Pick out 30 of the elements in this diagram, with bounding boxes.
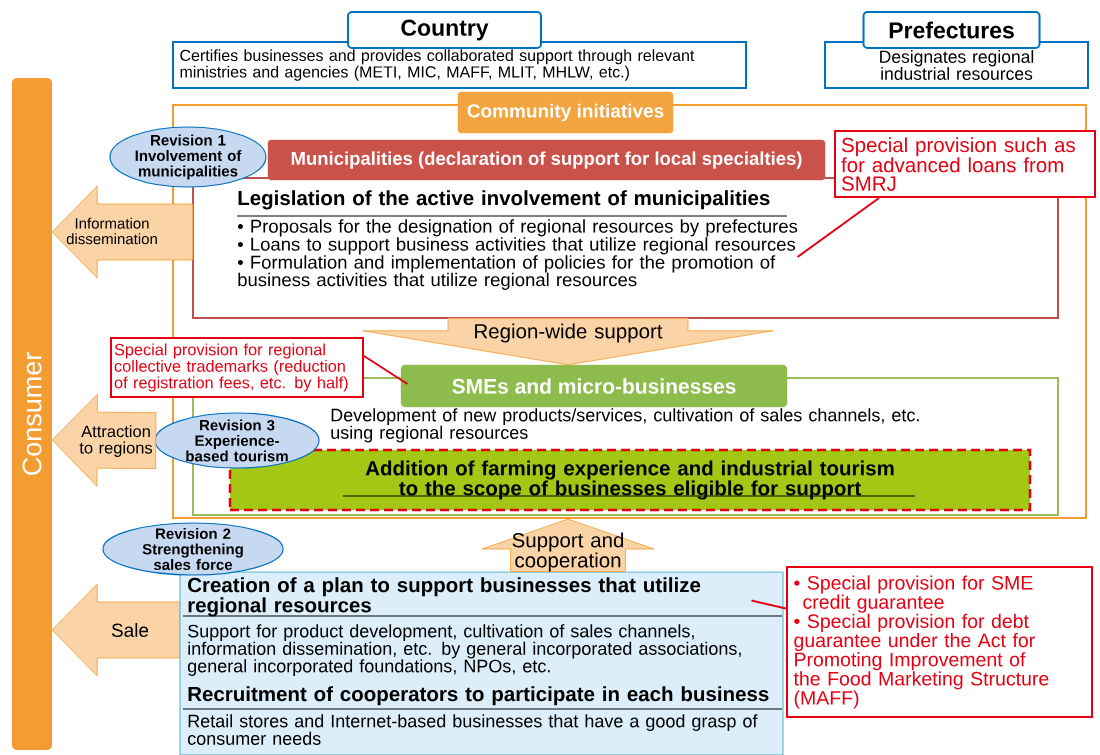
heading: Creation of a plan to support businesses that utilize regional resources [188, 577, 701, 617]
tab-label: Community initiatives [457, 91, 674, 134]
header-bar: Municipalities (declaration of support for local specialties) [267, 139, 826, 181]
callout-box: • Special provision for SME credit guarantee • Special provision for debt guarantee under the Act for Promoting Improvement of the Food Marketing Structure (MAFF) [786, 566, 1093, 718]
description-box: Certifies businesses and provides collaborated support through relevant ministries and agencies (METI, MIC, MAFF, MLIT, MHLW, etc.) [172, 41, 747, 89]
header-bar: SMEs and micro-businesses [400, 364, 788, 408]
leader-line [796, 197, 880, 258]
heading-box: Prefectures [862, 11, 1041, 49]
bullet-item: • Proposals for the designation of regional resources by prefectures [237, 219, 798, 237]
body-text: Retail stores and Internet-based businesses that have a good grasp of consumer needs [187, 714, 758, 745]
leader-line [363, 355, 409, 385]
block-arrow [481, 518, 655, 572]
bullet-item: • Loans to support business activities that utilize regional resources [237, 237, 796, 255]
block-arrow [362, 317, 774, 366]
heading: Recruitment of cooperators to participate in each business [188, 686, 769, 706]
edge-label: Support and cooperation [512, 532, 624, 572]
body-text: Support for product development, cultivation of sales channels, information dissemination, etc. by general incorporated associations, general incorporated foundations, NPOs, etc. [187, 624, 741, 676]
block-arrow [51, 393, 157, 487]
heading: Legislation of the active involvement of municipalities [238, 190, 770, 210]
description: Development of new products/services, cultivation of sales channels, etc. using regional resources [331, 408, 919, 443]
bullet-item: • Formulation and implementation of policies for the promotion of business activities that utilize regional resources [237, 255, 776, 290]
edge-label: Information dissemination [66, 217, 157, 245]
consumer-bar: Consumer [12, 78, 52, 750]
heading-box: Country [347, 11, 542, 49]
block-arrow [51, 583, 180, 677]
edge-label: Sale [111, 623, 149, 637]
edge-label: Attraction to regions [79, 425, 153, 457]
block-arrow [51, 185, 194, 279]
edge-label: Region-wide support [475, 323, 663, 343]
callout-box: Special provision for regional collective trademarks (reduction of registration fees, etc. by half) [110, 337, 364, 398]
